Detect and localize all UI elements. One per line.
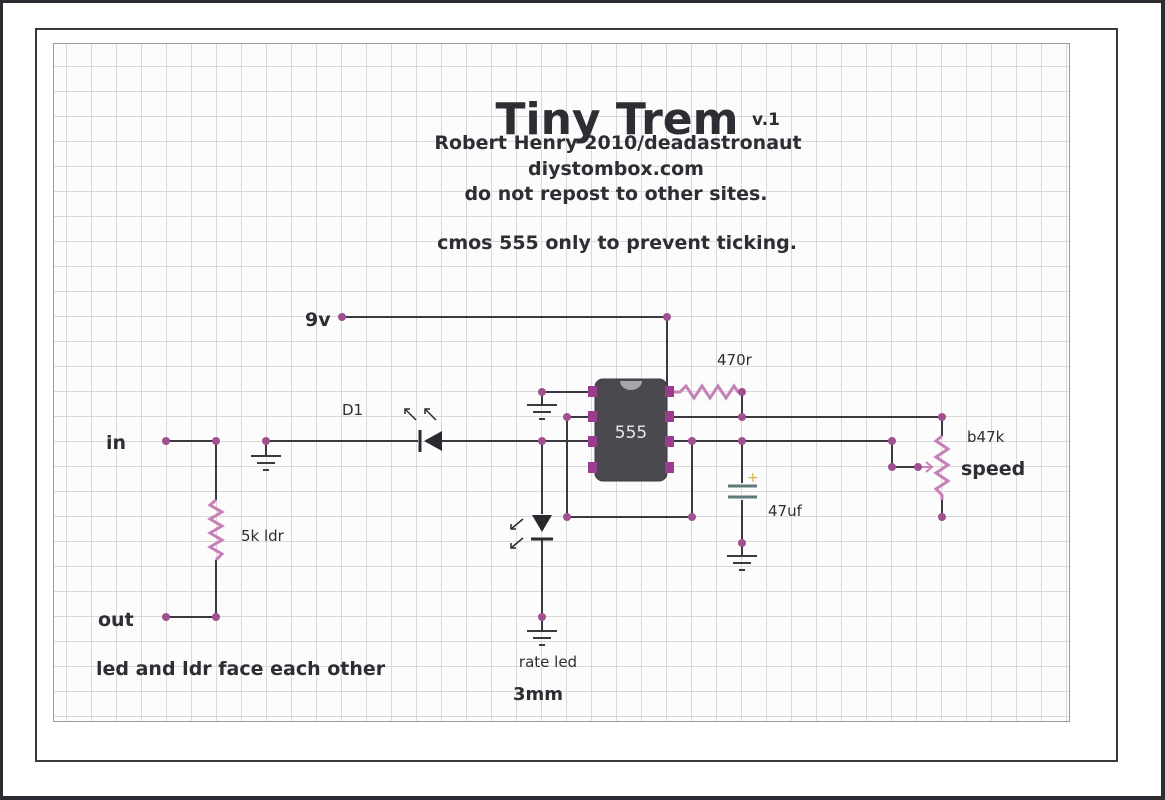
- ground-icon: [527, 404, 557, 420]
- ic-label: 555: [615, 423, 647, 443]
- pot-name-label: speed: [961, 458, 1025, 480]
- rate-led-label: rate led: [519, 653, 577, 671]
- capacitor-icon: [728, 484, 757, 499]
- inner-frame: [35, 28, 1118, 762]
- footnote-label: led and ldr face each other: [96, 658, 386, 680]
- rate-led-icon: [510, 515, 553, 549]
- wires: [166, 316, 943, 630]
- potentiometer-icon: [918, 434, 951, 500]
- supply-label: 9v: [305, 309, 331, 331]
- resistor-470r-icon: [674, 383, 742, 401]
- title-text: Tiny Trem: [496, 94, 739, 145]
- ground-symbols: [251, 404, 757, 646]
- cap-plus-label: +: [747, 470, 759, 486]
- d1-led-icon: [404, 408, 442, 452]
- notice-text: do not repost to other sites.: [464, 183, 767, 205]
- note-text: cmos 555 only to prevent ticking.: [437, 232, 797, 254]
- author-text: Robert Henry 2010/deadastronaut: [434, 132, 801, 154]
- ground-icon: [251, 455, 281, 471]
- version-text: v.1: [752, 110, 780, 130]
- title-block: Tiny Trem v.1 Robert Henry 2010/deadastr…: [434, 94, 801, 254]
- led-size-label: 3mm: [513, 684, 563, 705]
- input-label: in: [106, 432, 126, 454]
- pot-value-label: b47k: [967, 428, 1005, 446]
- resistor-470r-label: 470r: [717, 351, 753, 369]
- output-label: out: [98, 609, 134, 631]
- ground-icon: [527, 630, 557, 646]
- ldr-resistor-icon: [207, 498, 225, 562]
- grid-sheet: [53, 43, 1070, 722]
- ground-icon: [727, 555, 757, 571]
- site-text: diystombox.com: [528, 158, 704, 180]
- ic-555: 555: [588, 378, 674, 482]
- ldr-label: 5k ldr: [241, 527, 285, 545]
- cap-label: 47uf: [768, 502, 803, 520]
- junction-nodes: [162, 313, 946, 621]
- d1-label: D1: [342, 401, 363, 419]
